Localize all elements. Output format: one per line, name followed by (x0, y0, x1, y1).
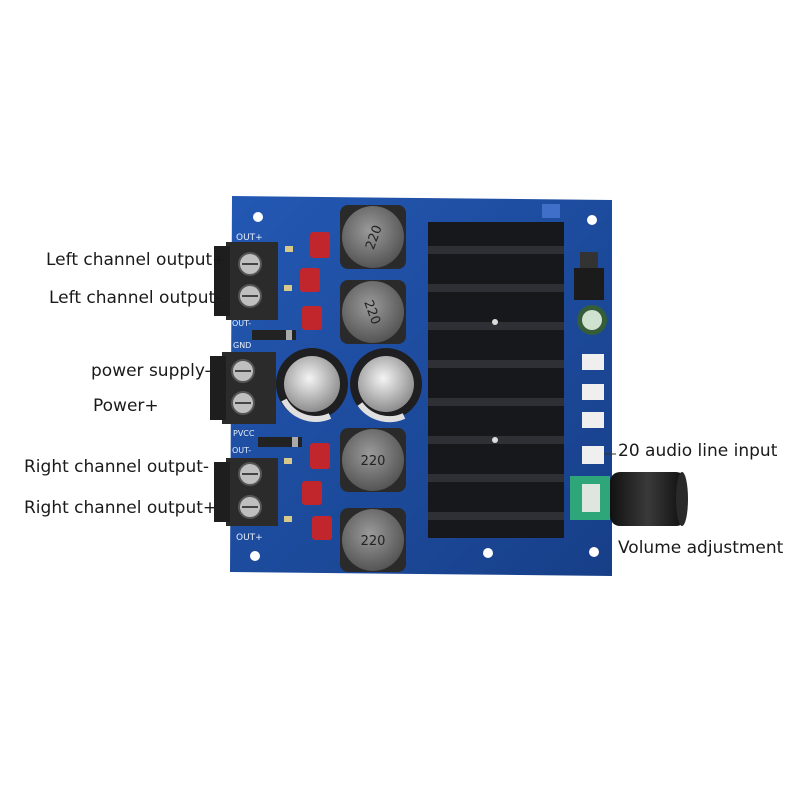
diode (258, 437, 302, 447)
smd-component (284, 458, 292, 464)
small-capacitor (577, 305, 607, 335)
silk-gnd: GND (233, 341, 251, 350)
film-capacitor (302, 306, 322, 330)
diode (252, 330, 296, 340)
connector (582, 354, 604, 370)
terminal-right-output (214, 458, 278, 526)
inductor: 220 (340, 428, 406, 492)
svg-text:220: 220 (361, 534, 386, 549)
film-capacitor (300, 268, 320, 292)
electrolytic-capacitor (276, 348, 348, 422)
label-left-output-plus: Left channel output+ (46, 250, 227, 270)
silk-out-bot2: OUT+ (236, 533, 263, 543)
mounting-hole (589, 547, 599, 557)
mounting-hole (250, 551, 260, 561)
connector (582, 412, 604, 428)
volume-knob[interactable] (570, 472, 688, 526)
electrolytic-capacitor (350, 348, 422, 423)
film-capacitor (310, 232, 330, 258)
film-capacitor (310, 443, 330, 469)
mounting-hole (483, 548, 493, 558)
label-audio-input: 20 audio line input (618, 441, 778, 461)
terminal-left-output (214, 242, 278, 320)
smd-component (284, 516, 292, 522)
smd-component (285, 246, 293, 252)
voltage-regulator (574, 252, 604, 300)
inductor: 220 (340, 205, 406, 269)
silk-out-bot: OUT- (232, 446, 251, 455)
connector (582, 384, 604, 400)
film-capacitor (302, 481, 322, 505)
mounting-hole (587, 215, 597, 225)
heatsink (428, 222, 564, 538)
label-right-output-plus: Right channel output+ (24, 498, 218, 518)
mounting-hole (253, 212, 263, 222)
label-volume: Volume adjustment (618, 538, 784, 558)
inductor: 220 (340, 508, 406, 572)
svg-text:220: 220 (361, 454, 386, 469)
label-power-plus: Power+ (93, 396, 159, 416)
silk-out-top2: OUT- (232, 319, 251, 328)
label-right-output-minus: Right channel output- (24, 457, 210, 477)
silk-pvcc: PVCC (233, 429, 255, 438)
audio-input-connector (582, 446, 604, 464)
label-left-output-minus: Left channel output- (49, 288, 222, 308)
terminal-power (210, 352, 276, 424)
smd-component (284, 285, 292, 291)
label-power-minus: power supply- (91, 361, 211, 381)
inductor: 220 (340, 280, 406, 344)
film-capacitor (312, 516, 332, 540)
silk-out-top: OUT+ (236, 233, 263, 243)
trimmer-potentiometer (542, 204, 560, 218)
